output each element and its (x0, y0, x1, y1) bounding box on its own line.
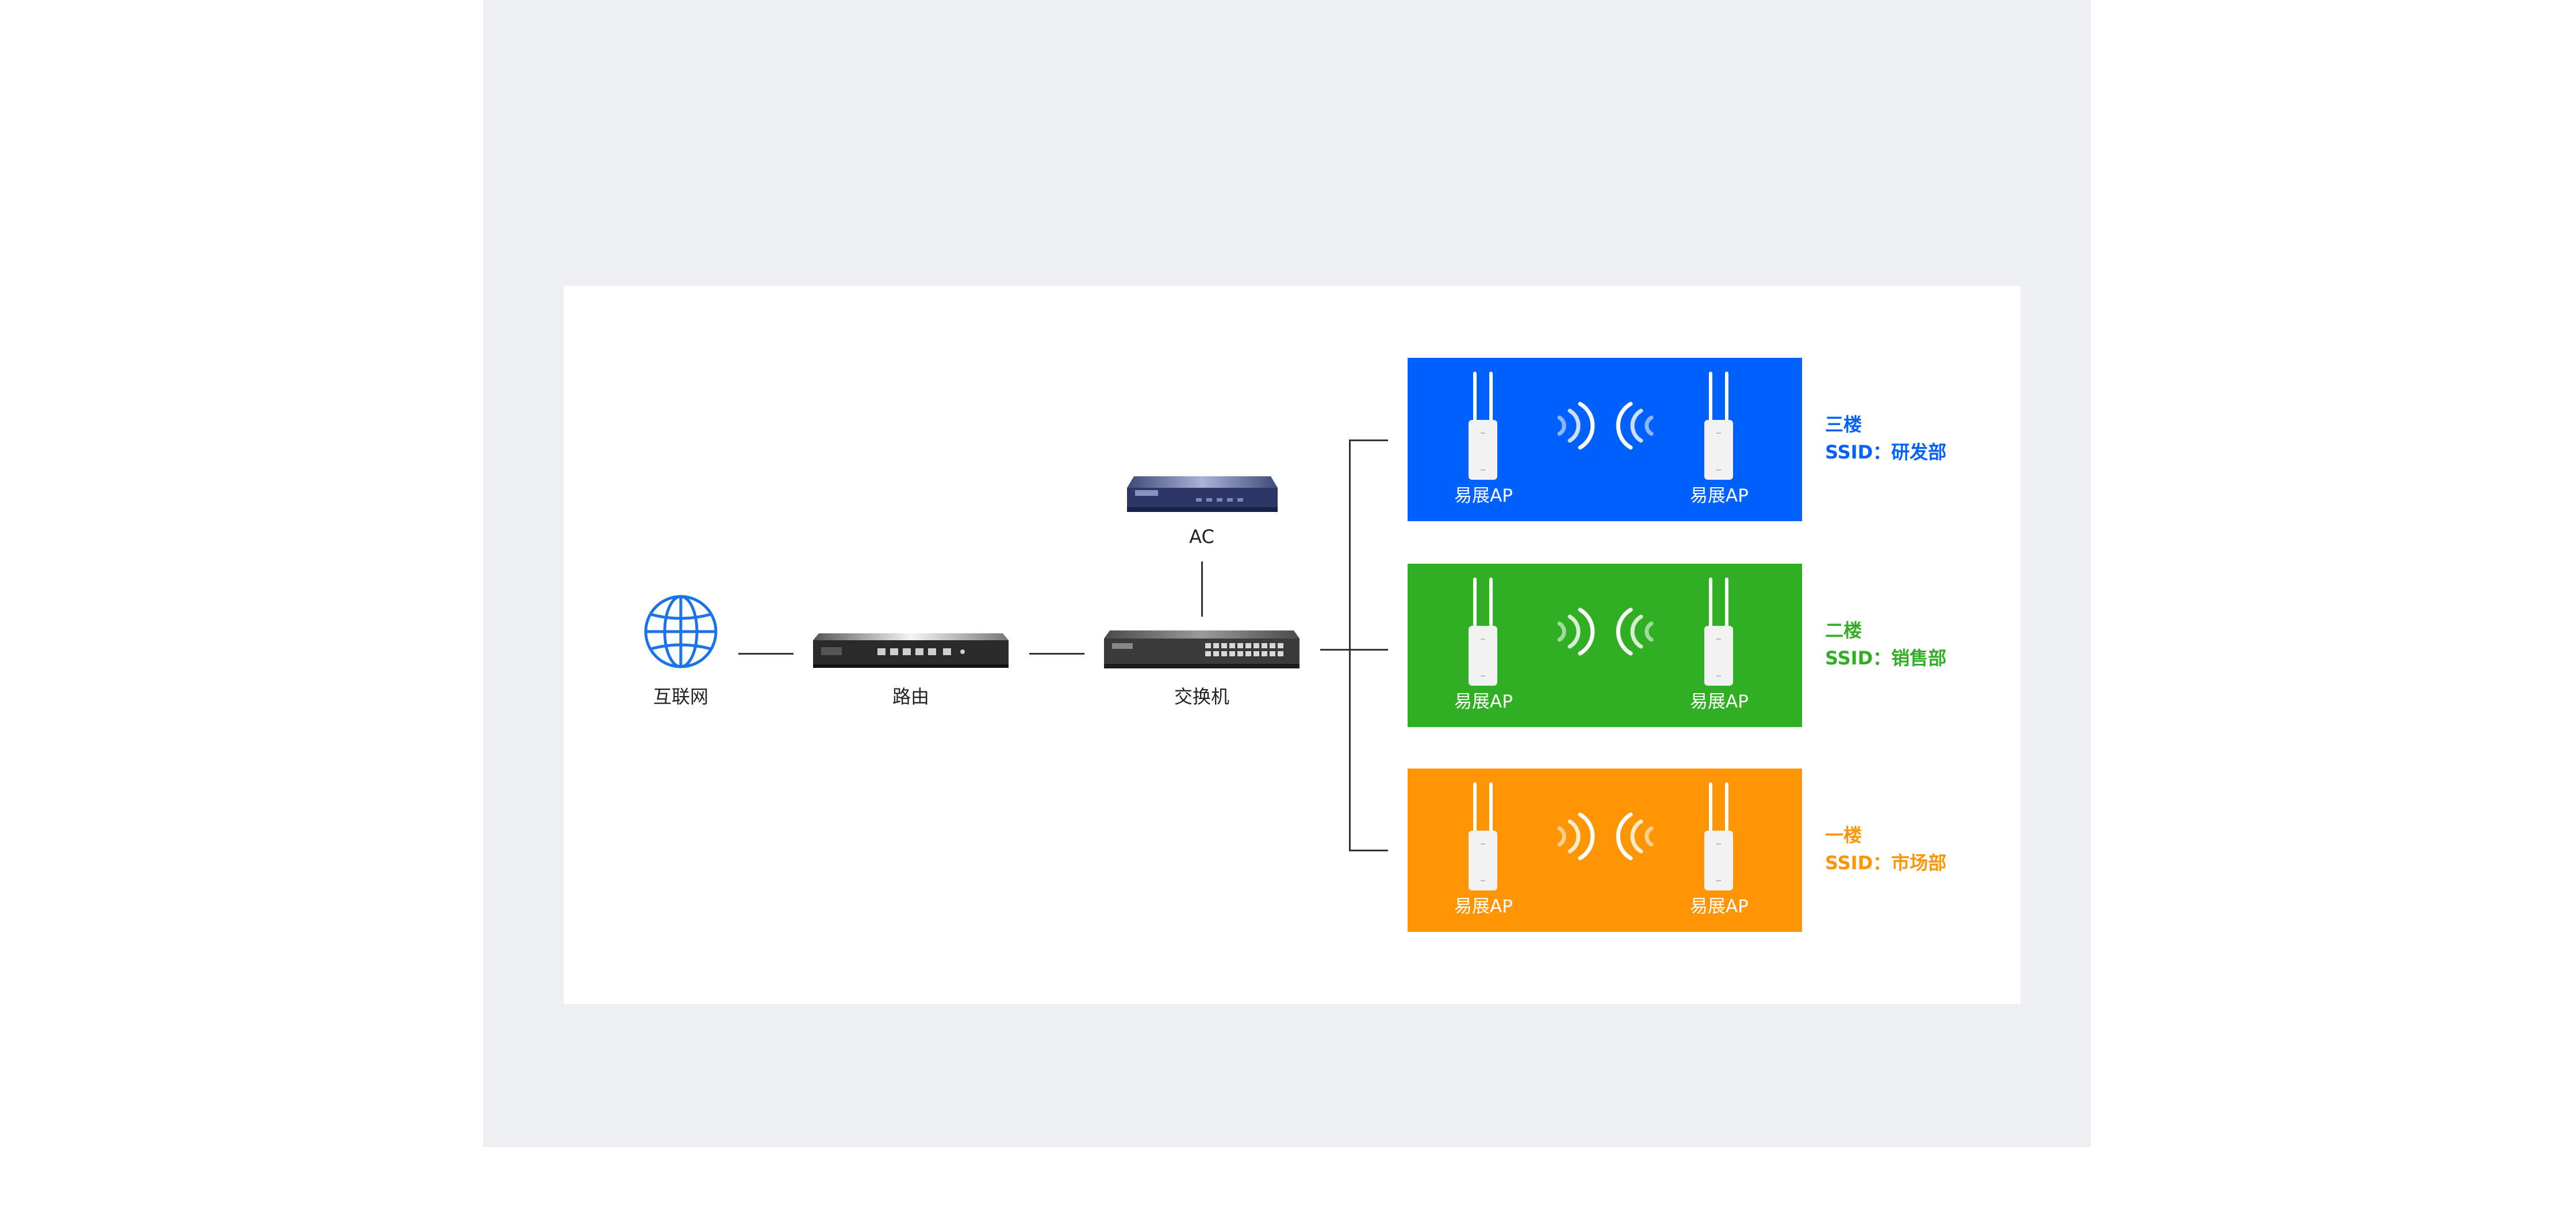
link-ac-switch (1201, 561, 1203, 617)
ap-label: 易展AP (1690, 691, 1749, 712)
link-router-switch (1029, 653, 1084, 655)
floor-panel-2: 易展AP 易展AP (1408, 564, 1802, 727)
ap-device (1463, 372, 1503, 481)
floor-ssid: SSID：市场部 (1825, 852, 1947, 874)
ap-device (1463, 578, 1503, 687)
ap-device (1699, 782, 1739, 892)
ac-controller-device (1127, 476, 1278, 512)
router-label: 路由 (892, 686, 929, 708)
bracket-floor3 (1349, 439, 1388, 441)
ap-label: 易展AP (1454, 485, 1513, 506)
floor-name: 三楼 (1825, 414, 1862, 435)
router-device (813, 632, 1009, 668)
floor-label-3: 三楼 SSID：研发部 (1825, 411, 1946, 466)
switch-device (1104, 630, 1300, 668)
floor-ssid: SSID：销售部 (1825, 647, 1947, 669)
ap-label: 易展AP (1690, 896, 1749, 917)
floor-panel-1: 易展AP 易展AP (1408, 769, 1802, 932)
wifi-signal-icon (1549, 808, 1595, 865)
ap-label: 易展AP (1454, 896, 1513, 917)
floor-name: 一楼 (1825, 824, 1862, 846)
wifi-signal-icon (1549, 397, 1595, 454)
ap-device (1463, 782, 1503, 892)
floor-panel-3: 易展AP 易展AP (1408, 358, 1802, 521)
wifi-signal-icon (1616, 603, 1662, 660)
floor-label-2: 二楼 SSID：销售部 (1825, 617, 1946, 672)
bracket-floor1 (1349, 850, 1388, 851)
internet-label: 互联网 (653, 686, 708, 708)
wifi-signal-icon (1616, 397, 1662, 454)
floor-name: 二楼 (1825, 620, 1862, 641)
floor-ssid: SSID：研发部 (1825, 441, 1947, 463)
wifi-signal-icon (1549, 603, 1595, 660)
bracket-vertical (1349, 439, 1351, 851)
ac-label: AC (1189, 526, 1214, 548)
globe-icon (643, 594, 719, 670)
wifi-signal-icon (1616, 808, 1662, 865)
ap-label: 易展AP (1454, 691, 1513, 712)
switch-label: 交换机 (1174, 686, 1229, 708)
link-internet-router (738, 653, 793, 655)
floor-label-1: 一楼 SSID：市场部 (1825, 821, 1946, 877)
link-switch-bracket (1320, 649, 1388, 651)
ap-device (1699, 372, 1739, 481)
ap-label: 易展AP (1690, 485, 1749, 506)
ap-device (1699, 578, 1739, 687)
